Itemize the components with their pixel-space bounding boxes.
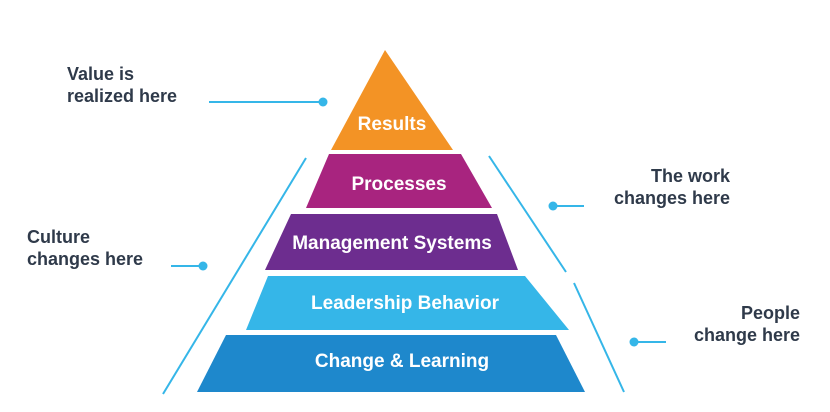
tier-label-change-learning: Change & Learning (315, 351, 489, 372)
value-connector-dot (318, 97, 328, 107)
culture-bracket-line (162, 157, 307, 395)
people-bracket-line (573, 282, 625, 393)
tier-label-results: Results (358, 114, 427, 135)
tier-leadership-behavior (246, 276, 569, 330)
people-annotation: People change here (693, 303, 800, 345)
value-annotation: Value is realized here (67, 64, 178, 106)
tier-processes (306, 154, 492, 208)
tier-results (331, 50, 453, 150)
tier-label-processes: Processes (351, 174, 446, 195)
culture-connector-dot (198, 261, 208, 271)
work-connector-dot (548, 201, 558, 211)
work-annotation: The work changes here (613, 166, 730, 208)
culture-annotation: Culture changes here (27, 227, 144, 269)
tier-change-learning (197, 335, 585, 392)
work-bracket-line (488, 155, 567, 273)
tier-label-management-systems: Management Systems (292, 233, 492, 254)
people-connector-dot (629, 337, 639, 347)
tier-management-systems (265, 214, 518, 270)
tier-label-leadership-behavior: Leadership Behavior (311, 293, 500, 314)
